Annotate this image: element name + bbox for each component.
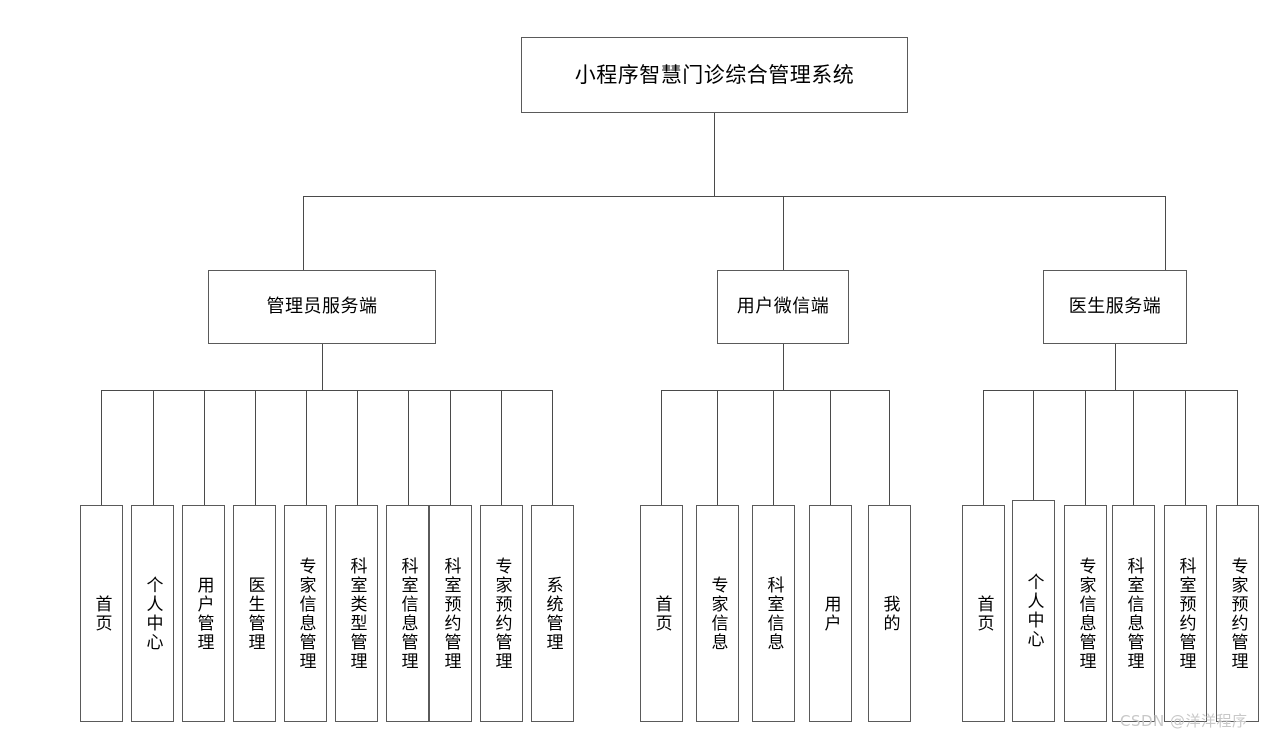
leaf-admin-0[interactable]: 首页 xyxy=(80,505,123,722)
connector-admin-leaf-5 xyxy=(357,390,358,505)
connector-admin-leaf-8 xyxy=(501,390,502,505)
connector-admin-leaf-4 xyxy=(306,390,307,505)
leaf-wechat-3[interactable]: 用户 xyxy=(809,505,852,722)
leaf-admin-7-label: 科室预约管理 xyxy=(440,556,461,671)
connector-doctor-stem xyxy=(1115,344,1116,390)
connector-admin-leaf-3 xyxy=(255,390,256,505)
leaf-admin-5[interactable]: 科室类型管理 xyxy=(335,505,378,722)
leaf-admin-2-label: 用户管理 xyxy=(193,575,214,652)
connector-doctor-leaf-2 xyxy=(1085,390,1086,505)
connector-doctor-leaf-5 xyxy=(1237,390,1238,505)
leaf-wechat-2-label: 科室信息 xyxy=(763,575,784,652)
leaf-wechat-0[interactable]: 首页 xyxy=(640,505,683,722)
leaf-admin-1[interactable]: 个人中心 xyxy=(131,505,174,722)
connector-drop-doctor xyxy=(1165,196,1166,270)
leaf-wechat-0-label: 首页 xyxy=(651,594,672,633)
leaf-doctor-4[interactable]: 科室预约管理 xyxy=(1164,505,1207,722)
leaf-wechat-2[interactable]: 科室信息 xyxy=(752,505,795,722)
branch-node-admin-label: 管理员服务端 xyxy=(266,296,378,318)
connector-admin-leaf-2 xyxy=(204,390,205,505)
connector-wechat-stem xyxy=(783,344,784,390)
leaf-admin-8[interactable]: 专家预约管理 xyxy=(480,505,523,722)
connector-doctor-leaf-1 xyxy=(1033,390,1034,500)
connector-doctor-leaf-3 xyxy=(1133,390,1134,505)
leaf-admin-6-label: 科室信息管理 xyxy=(397,556,418,671)
leaf-admin-4-label: 专家信息管理 xyxy=(295,556,316,671)
leaf-admin-3[interactable]: 医生管理 xyxy=(233,505,276,722)
leaf-doctor-0-label: 首页 xyxy=(973,594,994,633)
connector-doctor-bus xyxy=(983,390,1238,391)
connector-wechat-leaf-4 xyxy=(889,390,890,505)
leaf-admin-6[interactable]: 科室信息管理 xyxy=(386,505,429,722)
leaf-wechat-1-label: 专家信息 xyxy=(707,575,728,652)
branch-node-doctor[interactable]: 医生服务端 xyxy=(1043,270,1187,344)
leaf-doctor-2-label: 专家信息管理 xyxy=(1075,556,1096,671)
connector-admin-leaf-7 xyxy=(450,390,451,505)
leaf-admin-9[interactable]: 系统管理 xyxy=(531,505,574,722)
connector-drop-admin xyxy=(303,196,304,270)
leaf-doctor-3-label: 科室信息管理 xyxy=(1123,556,1144,671)
connector-admin-bus xyxy=(101,390,552,391)
leaf-admin-7[interactable]: 科室预约管理 xyxy=(429,505,472,722)
branch-node-wechat-label: 用户微信端 xyxy=(736,296,830,318)
leaf-doctor-1[interactable]: 个人中心 xyxy=(1012,500,1055,722)
leaf-doctor-5-label: 专家预约管理 xyxy=(1227,556,1248,671)
leaf-admin-0-label: 首页 xyxy=(91,594,112,633)
leaf-admin-9-label: 系统管理 xyxy=(542,575,563,652)
connector-wechat-leaf-1 xyxy=(717,390,718,505)
leaf-wechat-4[interactable]: 我的 xyxy=(868,505,911,722)
connector-main-bus xyxy=(303,196,1166,197)
csdn-watermark: CSDN @洋洋程序 xyxy=(1120,712,1248,730)
connector-drop-wechat xyxy=(783,196,784,270)
branch-node-admin[interactable]: 管理员服务端 xyxy=(208,270,436,344)
connector-wechat-leaf-2 xyxy=(773,390,774,505)
leaf-admin-5-label: 科室类型管理 xyxy=(346,556,367,671)
leaf-doctor-1-label: 个人中心 xyxy=(1023,573,1044,649)
connector-admin-leaf-0 xyxy=(101,390,102,505)
leaf-doctor-0[interactable]: 首页 xyxy=(962,505,1005,722)
connector-doctor-leaf-4 xyxy=(1185,390,1186,505)
connector-admin-stem xyxy=(322,344,323,390)
connector-wechat-leaf-0 xyxy=(661,390,662,505)
leaf-wechat-3-label: 用户 xyxy=(820,594,841,633)
leaf-doctor-2[interactable]: 专家信息管理 xyxy=(1064,505,1107,722)
leaf-doctor-4-label: 科室预约管理 xyxy=(1175,556,1196,671)
leaf-doctor-5[interactable]: 专家预约管理 xyxy=(1216,505,1259,722)
connector-doctor-leaf-0 xyxy=(983,390,984,505)
leaf-admin-2[interactable]: 用户管理 xyxy=(182,505,225,722)
leaf-doctor-3[interactable]: 科室信息管理 xyxy=(1112,505,1155,722)
branch-node-doctor-label: 医生服务端 xyxy=(1068,296,1162,318)
connector-wechat-bus xyxy=(661,390,890,391)
leaf-admin-1-label: 个人中心 xyxy=(142,575,163,652)
leaf-admin-3-label: 医生管理 xyxy=(244,575,265,652)
root-node[interactable]: 小程序智慧门诊综合管理系统 xyxy=(521,37,908,113)
leaf-admin-8-label: 专家预约管理 xyxy=(491,556,512,671)
leaf-wechat-4-label: 我的 xyxy=(879,594,900,633)
connector-wechat-leaf-3 xyxy=(830,390,831,505)
connector-admin-leaf-9 xyxy=(552,390,553,505)
connector-admin-leaf-6 xyxy=(408,390,409,505)
connector-admin-leaf-1 xyxy=(153,390,154,505)
leaf-wechat-1[interactable]: 专家信息 xyxy=(696,505,739,722)
leaf-admin-4[interactable]: 专家信息管理 xyxy=(284,505,327,722)
root-node-label: 小程序智慧门诊综合管理系统 xyxy=(574,62,855,87)
connector-root-stem xyxy=(714,113,715,197)
branch-node-wechat[interactable]: 用户微信端 xyxy=(717,270,849,344)
